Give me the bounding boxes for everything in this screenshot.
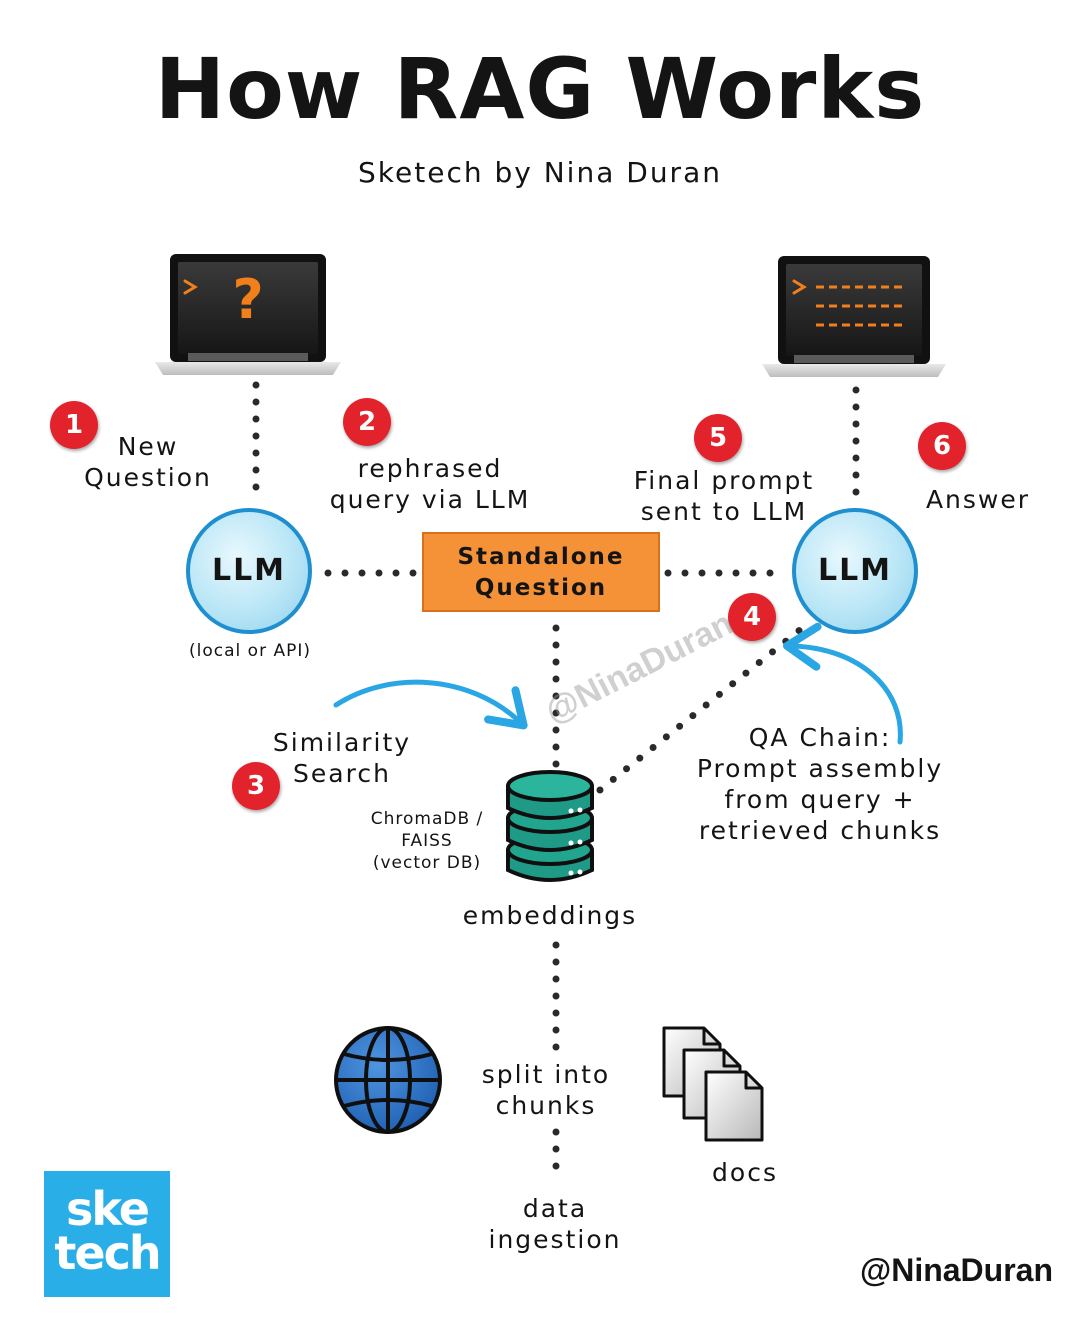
globe-icon <box>334 1026 442 1134</box>
brand-handle: @NinaDuran <box>860 1252 1053 1288</box>
vector-db-line: ChromaDB / <box>370 809 484 829</box>
step-label-line: QA Chain: <box>748 723 892 752</box>
step-badge-1: 1 <box>50 401 98 449</box>
vector-db-line: FAISS <box>401 831 453 851</box>
step-badge-6: 6 <box>918 422 966 470</box>
step-label-4: QA Chain: Prompt assembly from query + r… <box>680 722 960 846</box>
split-line: chunks <box>495 1091 597 1120</box>
ingestion-line: data <box>522 1194 588 1223</box>
laptop-icon: ? <box>155 254 341 375</box>
step-label-line: Answer <box>925 485 1031 514</box>
split-chunks-label: split into chunks <box>460 1059 632 1121</box>
standalone-question-line: Standalone <box>457 544 625 570</box>
sketech-logo: ske tech <box>44 1171 170 1297</box>
step-label-line: Similarity <box>272 728 412 757</box>
step-label-line: sent to LLM <box>640 497 808 526</box>
llm-left-note: (local or API) <box>189 641 311 661</box>
step-label-5: Final prompt sent to LLM <box>612 465 836 527</box>
laptop-icon <box>762 256 946 377</box>
page-title: How RAG Works <box>154 40 926 138</box>
ingestion-line: ingestion <box>488 1225 622 1254</box>
standalone-question-line: Question <box>474 575 608 601</box>
step-label-1: New Question <box>70 431 226 493</box>
qa-chain-arrow <box>783 622 903 745</box>
step-badge-4: 4 <box>728 593 776 641</box>
embeddings-label: embeddings <box>462 901 638 930</box>
step-badge-3: 3 <box>232 762 280 810</box>
step-label-2: rephrased query via LLM <box>310 453 550 515</box>
step-badge-5: 5 <box>694 414 742 462</box>
logo-line: tech <box>54 1226 161 1280</box>
step-label-3: Similarity Search <box>262 727 422 789</box>
vector-db-label: ChromaDB / FAISS (vector DB) <box>352 808 502 874</box>
step-label-line: Final prompt <box>633 466 815 495</box>
step-badge-2: 2 <box>343 398 391 446</box>
connector-db-to-llm-right <box>596 621 810 794</box>
llm-node-left: LLM <box>186 508 312 634</box>
standalone-question-box: Standalone Question <box>422 532 660 612</box>
step-label-6: Answer <box>912 484 1044 515</box>
step-label-line: Prompt assembly <box>696 754 944 783</box>
question-mark-glyph: ? <box>232 268 263 331</box>
step-label-line: rephrased <box>357 454 503 483</box>
step-label-line: from query + <box>724 785 916 814</box>
step-label-line: Question <box>84 463 212 492</box>
logo-line: ske <box>66 1182 150 1236</box>
step-label-line: retrieved chunks <box>698 816 942 845</box>
documents-icon <box>662 1026 764 1142</box>
similarity-arrow <box>333 679 528 730</box>
vector-db-line: (vector DB) <box>372 853 482 873</box>
database-icon <box>506 770 594 882</box>
page-subtitle: Sketech by Nina Duran <box>358 156 722 189</box>
data-ingestion-label: data ingestion <box>460 1193 650 1255</box>
step-label-line: query via LLM <box>329 485 531 514</box>
step-label-line: Search <box>293 759 391 788</box>
llm-node-right: LLM <box>792 508 918 634</box>
split-line: split into <box>481 1060 611 1089</box>
connectors <box>252 381 860 1179</box>
step-label-line: New <box>117 432 179 461</box>
docs-label: docs <box>712 1158 778 1187</box>
